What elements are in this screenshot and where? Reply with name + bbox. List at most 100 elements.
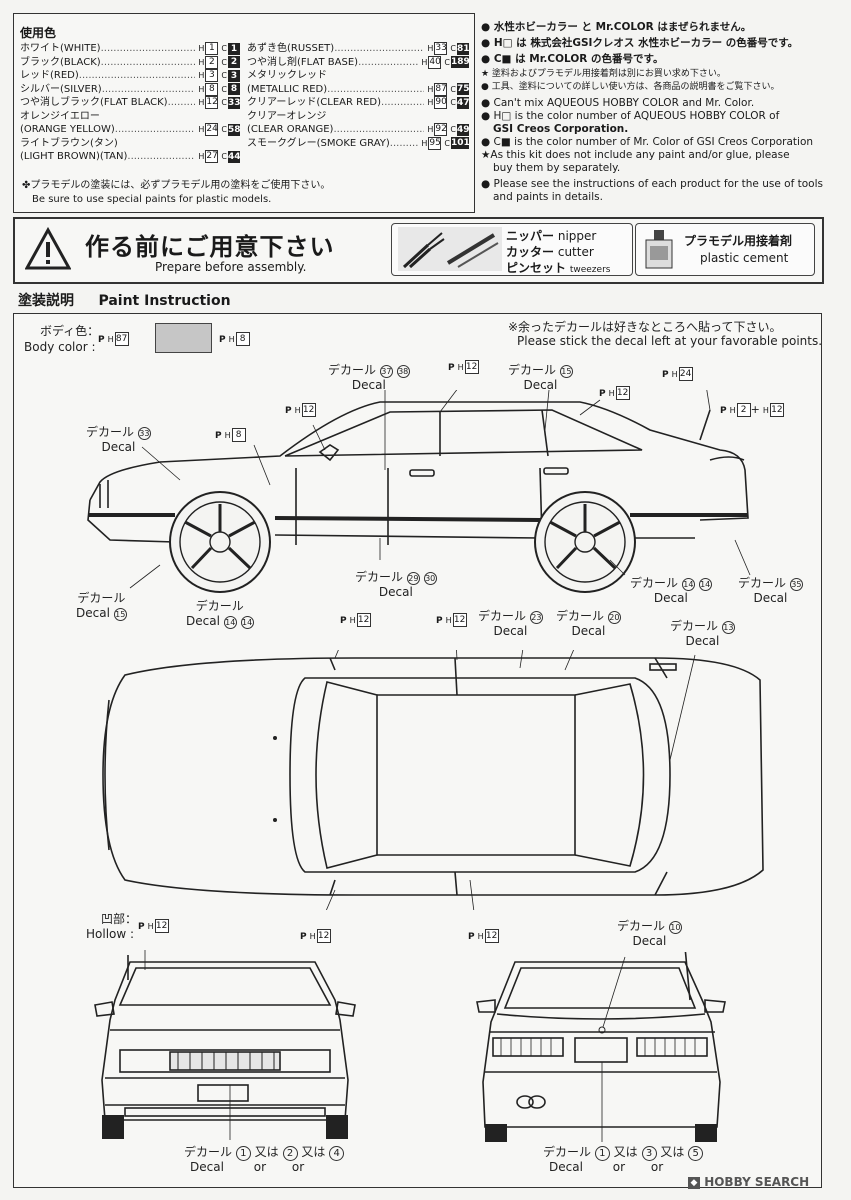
or-jp: 又は — [660, 1145, 685, 1159]
decal-en: Decal — [523, 378, 558, 392]
decal-jp: デカール — [77, 591, 126, 605]
watermark-text: HOBBY SEARCH — [704, 1175, 810, 1189]
decal-num: 38 — [396, 365, 410, 378]
front-decal-en-row: Decal or or — [190, 1160, 304, 1175]
color-row: ブラック(BLACK).............................… — [20, 55, 240, 70]
cement-en: plastic cement — [700, 251, 789, 265]
color-name: あずき色(RUSSET) — [247, 43, 335, 54]
ref-h: H — [445, 615, 452, 625]
decal-num: 13 — [721, 621, 735, 634]
leader-dots: ........................................… — [167, 97, 196, 108]
section-title-en: Paint Instruction — [98, 293, 231, 309]
ref-num: 2 — [736, 403, 751, 417]
c-color-number: 3 — [228, 69, 240, 82]
info-line-5: ● 工具、塗料についての詳しい使い方は、各商品の説明書をご覧下さい。 — [481, 82, 780, 92]
info-line-10: ★As this kit does not include any paint … — [481, 149, 790, 161]
tool-cutter: カッター cutter — [506, 243, 594, 260]
h-color-number: 40 — [428, 55, 442, 69]
watermark: ◆ HOBBY SEARCH — [688, 1175, 809, 1189]
h-letter: H — [427, 84, 434, 94]
leader-dots: ........................................… — [100, 56, 196, 68]
section-title-jp: 塗装説明 — [18, 293, 74, 309]
leader-dots: ........................................… — [334, 43, 424, 54]
color-name: シルバー(SILVER) — [20, 83, 102, 95]
decal-jp: デカール — [195, 599, 244, 613]
ref-h: H — [228, 334, 235, 344]
decal-jp: デカール — [478, 609, 527, 623]
decal-num: 14 — [240, 616, 254, 629]
color-row: あずき色(RUSSET)............................… — [247, 42, 470, 56]
h-color-number: 33 — [434, 42, 448, 56]
ref-h: H — [457, 362, 464, 372]
rear-decal-options: デカール 1 又は 3 又は 5 — [543, 1145, 704, 1161]
front-decal-options: デカール 1 又は 2 又は 4 — [184, 1145, 345, 1161]
info-line-4: ★ 塗料およびプラモデル用接着剤は別にお買い求め下さい。 — [481, 69, 726, 79]
decal-num: 4 — [329, 1146, 345, 1161]
h-letter: H — [421, 57, 428, 67]
decal-num: 14 — [681, 578, 695, 591]
ref-num: 12 — [301, 403, 316, 417]
decal-num: 15 — [559, 365, 573, 378]
car-top-view — [102, 650, 764, 910]
decal-num: 5 — [688, 1146, 704, 1161]
leader-dots: ........................................… — [114, 124, 196, 135]
h-color-number: 1 — [205, 42, 219, 56]
decal-en: Decal — [632, 934, 667, 948]
ref-num: 12 — [769, 403, 784, 417]
c-letter: C — [450, 84, 456, 94]
decal-jp: デカール — [630, 576, 679, 590]
tool-cutter-en: cutter — [557, 245, 594, 259]
color-row: つや消し剤(FLAT BASE)........................… — [247, 55, 470, 70]
c-letter: C — [221, 125, 227, 134]
ref-p: P — [98, 335, 105, 345]
ref-num: 12 — [452, 613, 467, 627]
ref-p: P — [436, 616, 443, 626]
ref-num: 87 — [114, 332, 129, 346]
c-letter: C — [221, 98, 227, 107]
ref-p: P — [219, 335, 226, 345]
color-name: クリアーオレンジ — [247, 110, 327, 122]
section-title: 塗装説明 Paint Instruction — [18, 290, 231, 310]
decal-num: 14 — [223, 616, 237, 629]
info-line-2: ● H□ は 株式会社GSIクレオス 水性ホビーカラー の色番号です。 — [481, 37, 799, 49]
tool-nipper-jp: ニッパー — [506, 229, 555, 243]
decal-num: 30 — [423, 572, 437, 585]
ref-p: P — [468, 932, 475, 942]
ref-num: 12 — [615, 386, 630, 400]
h-color-number: 92 — [434, 123, 448, 137]
decal-note-jp: ※余ったデカールは好きなところへ貼って下さい。 — [508, 320, 782, 334]
ref-num: 12 — [484, 929, 499, 943]
cement-jp: プラモデル用接着剤 — [684, 234, 793, 248]
h-color-number: 24 — [205, 123, 219, 137]
info-line-11: buy them by separately. — [493, 162, 621, 174]
decal-en: Decal — [549, 1160, 583, 1174]
info-text-block: ● 水性ホビーカラー と Mr.COLOR はまぜられません。 ● H□ は 株… — [481, 21, 841, 204]
or-jp: 又は — [613, 1145, 638, 1159]
decal-en: Decal — [653, 591, 688, 605]
h-color-number: 90 — [434, 96, 448, 110]
ref-p: P — [448, 363, 455, 373]
leader-dots: ........................................… — [100, 43, 196, 54]
prepare-banner: 作る前にご用意下さい Prepare before assembly. ニッパー… — [13, 217, 824, 284]
or-jp: 又は — [301, 1145, 326, 1159]
ref-h: H — [729, 405, 736, 415]
c-letter: C — [444, 57, 450, 67]
color-name: オレンジイエロー — [20, 110, 100, 122]
ref-num: 12 — [316, 929, 331, 943]
paint-note-en: Be sure to use special paints for plasti… — [32, 194, 272, 205]
leader-dots: ........................................… — [127, 151, 195, 162]
color-row: オレンジイエロー — [20, 110, 240, 124]
decal-jp: デカール — [184, 1145, 233, 1159]
leader-dots: ........................................… — [78, 70, 196, 81]
decal-note-en: Please stick the decal left at your favo… — [517, 334, 823, 348]
c-letter: C — [450, 125, 456, 134]
